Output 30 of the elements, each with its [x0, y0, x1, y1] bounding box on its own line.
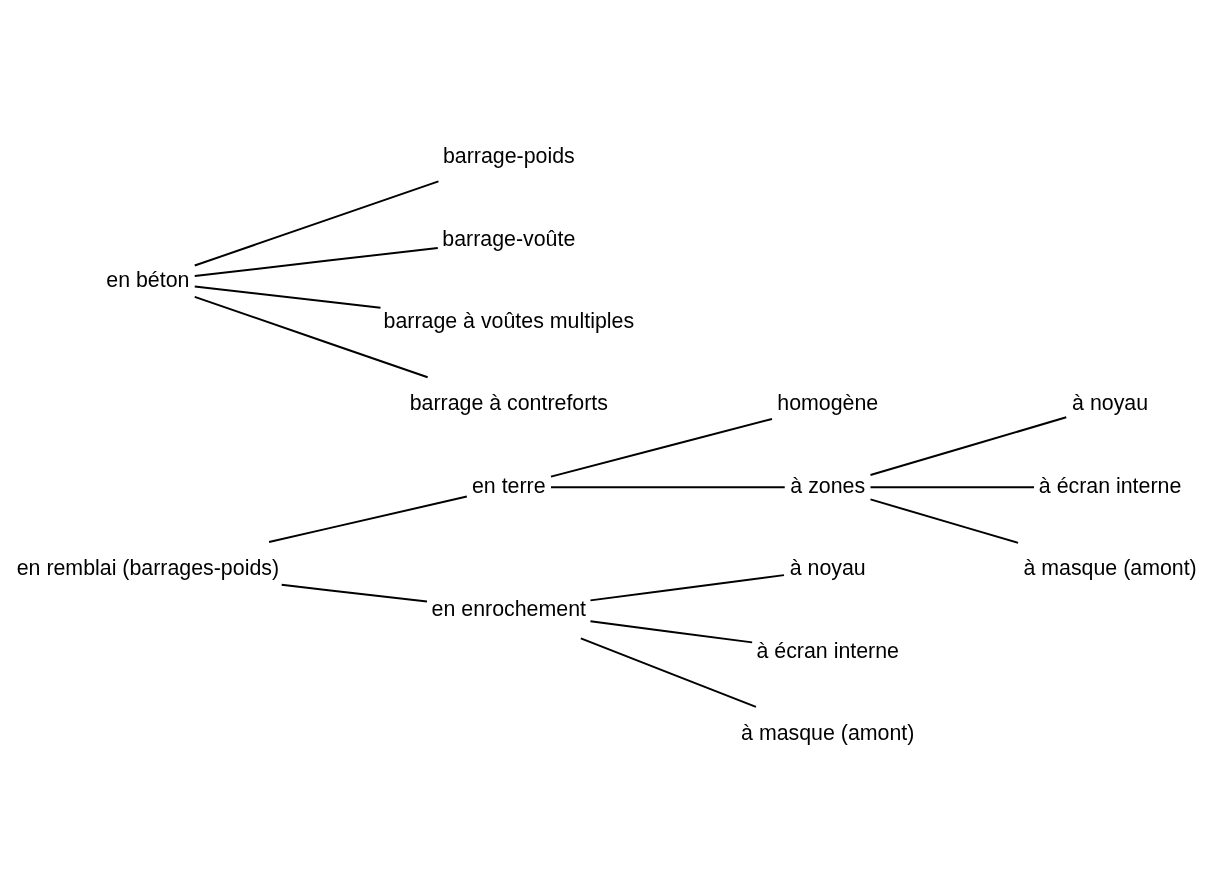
node-text: en terre — [471, 473, 546, 498]
connector — [193, 295, 429, 379]
connector — [280, 583, 428, 603]
connector — [869, 498, 1020, 544]
node-text: barrage-voûte — [442, 226, 576, 251]
node-text: à masque (amont) — [741, 721, 915, 746]
connector — [869, 486, 1036, 489]
node-text: barrage-poids — [442, 144, 575, 169]
node-text: à écran interne — [756, 638, 899, 663]
node-text: à zones — [790, 473, 866, 498]
connector — [193, 180, 440, 267]
node-text: à écran interne — [1038, 473, 1182, 498]
node-text: en enrochement — [431, 597, 586, 622]
connector — [869, 416, 1068, 477]
connector — [193, 247, 439, 277]
connector — [579, 637, 757, 708]
node-text: à noyau — [1072, 391, 1149, 416]
connector — [193, 285, 382, 309]
connector — [589, 620, 754, 644]
connector — [268, 495, 468, 544]
node-text: à masque (amont) — [1023, 556, 1197, 581]
connector — [550, 486, 786, 489]
node-text: homogène — [777, 391, 879, 416]
node-text: en béton — [106, 267, 190, 292]
node-text: barrage à contreforts — [409, 391, 608, 416]
node-text: à noyau — [789, 556, 866, 581]
node-text: en remblai (barrages-poids) — [16, 556, 280, 581]
connector — [589, 574, 785, 602]
node-text: barrage à voûtes multiples — [383, 309, 635, 334]
connector — [550, 417, 773, 478]
